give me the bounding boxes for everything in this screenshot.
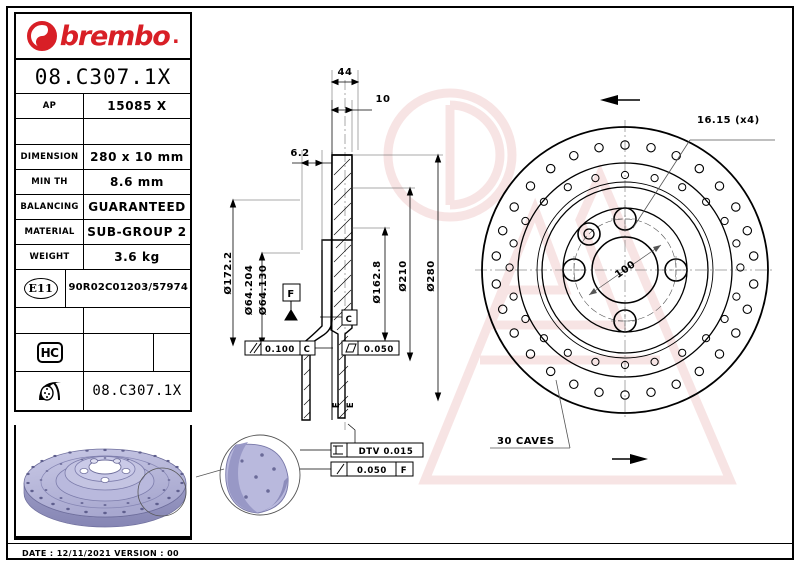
table-row: BALANCING GUARANTEED [16,195,190,220]
approval-value: 90R 02C01203/57974 [66,270,190,307]
row-label-empty [16,119,84,144]
footer-rule [8,543,792,544]
hc-middle-cell [84,334,154,371]
row-value: SUB-GROUP 2 [87,225,187,239]
hc-right-cell [154,334,190,371]
row-value: GUARANTEED [88,200,186,214]
row-value-empty2 [84,308,190,333]
isometric-render-box [14,425,192,538]
brembo-wordmark: brembo [59,20,171,52]
table-row-ap: AP 15085 X [16,94,190,119]
detail-zoom-render [196,434,301,516]
approval-line2: 02C01203/57974 [90,282,188,294]
brembo-mark-icon [26,21,57,51]
footer-date-version: DATE : 12/11/2021 VERSION : 00 [22,549,180,558]
row-value-empty [84,119,190,144]
table-row-spacer [16,119,190,145]
e11-badge-cell: E11 [16,270,67,307]
hc-badge-cell: HC [16,334,84,371]
sheet-border [6,6,794,560]
table-row-approval: E11 90R 02C01203/57974 [16,270,190,308]
hc-badge: HC [36,342,63,363]
row-value: 280 x 10 mm [90,150,184,164]
row-label: MIN TH [16,170,84,194]
magnified-detail-callout [196,425,306,538]
disc-badge-cell [16,372,84,410]
row-value: 8.6 mm [109,175,165,189]
row-label: BALANCING [16,195,84,219]
footer-divider [14,538,192,540]
table-row: MIN TH 8.6 mm [16,170,190,195]
row-value: 3.6 kg [114,250,160,264]
row-label-empty2 [16,308,84,333]
row-value: 15085 X [107,99,167,113]
part-number-text: 08.C307.1X [34,64,172,89]
row-label: DIMENSION [16,145,84,169]
e11-badge: E11 [23,278,58,299]
row-label: MATERIAL [16,220,84,244]
table-row-hc: HC [16,334,190,372]
table-row: MATERIAL SUB-GROUP 2 [16,220,190,245]
info-panel: brembo . 08.C307.1X AP 15085 X DIMENSION… [14,12,192,412]
brembo-logo: brembo . [16,14,190,60]
brake-disc-icon [36,379,64,403]
table-row: WEIGHT 3.6 kg [16,245,190,270]
row-label: AP [16,94,84,118]
disc-badge-part-number: 08.C307.1X [92,383,182,399]
table-row-spacer2 [16,308,190,334]
disc-3d-render [23,448,187,528]
part-number-header: 08.C307.1X [16,60,190,94]
approval-line1: 90R [68,282,91,294]
table-row-disc-badge: 08.C307.1X [16,372,190,410]
table-row: DIMENSION 280 x 10 mm [16,145,190,170]
row-label: WEIGHT [16,245,84,269]
